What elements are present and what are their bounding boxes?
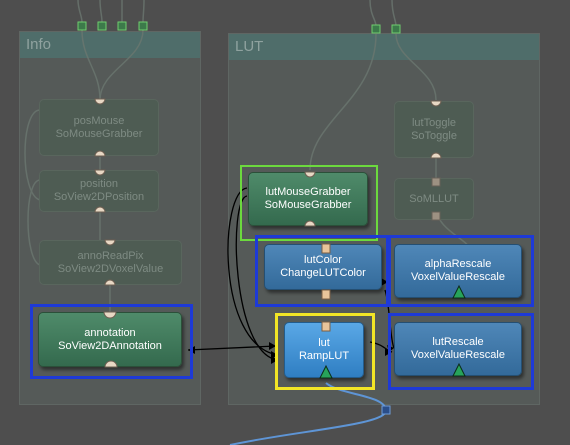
module-posmouse-name: posMouse xyxy=(73,114,125,127)
port-lutmousegrabber-in xyxy=(304,171,316,178)
module-lutrescale-name: lutRescale xyxy=(432,336,484,348)
port-position-in xyxy=(94,169,106,176)
module-luttoggle-type: SoToggle xyxy=(411,129,457,142)
port-posmouse-in xyxy=(94,98,106,105)
module-alpharescale-type: VoxelValueRescale xyxy=(411,271,505,283)
group-lut-title: LUT xyxy=(229,34,539,60)
module-position-type: SoView2DPosition xyxy=(53,191,145,203)
port-posmouse-out xyxy=(94,150,106,157)
module-annotation-name: annotation xyxy=(84,326,136,339)
port-luttoggle-in xyxy=(430,100,442,107)
port-annoreadpix-in xyxy=(104,239,116,246)
port-annotation-out xyxy=(104,360,118,368)
port-position-out xyxy=(94,206,106,213)
module-annotation-type: SoView2DAnnotation xyxy=(58,339,162,352)
module-somllut-name: SoMLLUT xyxy=(409,192,459,205)
port-luttoggle-out xyxy=(430,152,442,159)
module-alpharescale-name: alphaRescale xyxy=(424,258,492,270)
module-annoreadpix-name: annoReadPix xyxy=(77,249,144,262)
module-lutcolor-name: lutColor xyxy=(304,254,342,266)
module-posmouse[interactable]: posMouse SoMouseGrabber xyxy=(39,99,159,156)
port-lutmousegrabber-out xyxy=(304,220,316,227)
module-lutmousegrabber[interactable]: lutMouseGrabber SoMouseGrabber xyxy=(248,172,368,226)
module-position-name: position xyxy=(80,178,118,190)
module-lut-type: RampLUT xyxy=(298,350,350,362)
module-lut-name: lut xyxy=(318,337,330,349)
group-info-title: Info xyxy=(20,32,200,58)
module-lutmousegrabber-name: lutMouseGrabber xyxy=(265,186,351,198)
module-annoreadpix-type: SoView2DVoxelValue xyxy=(57,262,164,275)
module-posmouse-type: SoMouseGrabber xyxy=(55,127,143,140)
module-annoreadpix[interactable]: annoReadPix SoView2DVoxelValue xyxy=(39,240,182,285)
module-lutrescale-type: VoxelValueRescale xyxy=(411,349,505,361)
module-lutmousegrabber-type: SoMouseGrabber xyxy=(264,199,352,211)
module-luttoggle[interactable]: lutToggle SoToggle xyxy=(394,101,474,158)
module-lutcolor-type: ChangeLUTColor xyxy=(280,267,366,279)
port-annoreadpix-out xyxy=(104,279,116,286)
module-luttoggle-name: lutToggle xyxy=(411,116,457,129)
